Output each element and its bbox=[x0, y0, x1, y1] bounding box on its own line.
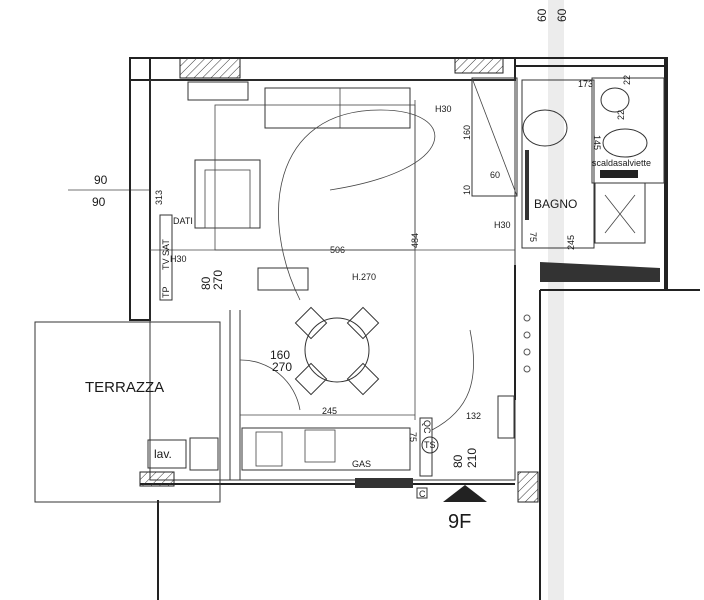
gas-label: GAS bbox=[352, 459, 371, 469]
washing-machine bbox=[189, 437, 219, 471]
label-tp: TP bbox=[161, 286, 171, 298]
wardrobe-depth: 60 bbox=[490, 170, 500, 180]
bath-length: 245 bbox=[566, 235, 576, 250]
label-h30-1: H30 bbox=[170, 254, 187, 264]
entry-door-2: 210 bbox=[465, 448, 479, 468]
toilet bbox=[600, 87, 630, 113]
door-swing bbox=[239, 359, 301, 411]
wardrobe bbox=[471, 77, 518, 197]
dim-313: 313 bbox=[154, 190, 164, 205]
bath-spacing-1: 22 bbox=[616, 110, 626, 120]
kitchen-counter bbox=[241, 427, 411, 471]
exterior-lights bbox=[523, 314, 531, 373]
wiring bbox=[278, 109, 436, 301]
hob bbox=[255, 431, 283, 467]
towel-warmer-label: scaldasalviette bbox=[592, 158, 651, 168]
shower bbox=[594, 182, 646, 244]
bath-fixture-span: 145 bbox=[592, 135, 602, 150]
label-tv-sat: TV SAT bbox=[161, 239, 171, 270]
sofa bbox=[264, 87, 411, 129]
window-dim-1: 80 bbox=[199, 276, 213, 290]
towel-warmer bbox=[600, 170, 638, 178]
bath-spacing-2: 22 bbox=[622, 75, 632, 85]
panel-qc: QC bbox=[422, 420, 432, 434]
room-label-bagno: BAGNO bbox=[534, 197, 577, 211]
entry-arrow-icon bbox=[443, 485, 487, 502]
laundry-label: lav. bbox=[154, 447, 172, 461]
radiator bbox=[187, 81, 249, 101]
tv-unit bbox=[257, 267, 309, 291]
paper-fold bbox=[548, 0, 564, 600]
room-height: H.270 bbox=[352, 272, 376, 282]
wardrobe-gap: 10 bbox=[462, 185, 472, 195]
entry-marker: 9F bbox=[448, 511, 471, 533]
terrace bbox=[34, 321, 221, 503]
bidet bbox=[602, 128, 648, 158]
kitchen-sink bbox=[304, 429, 336, 463]
dim-left-1: 90 bbox=[94, 173, 108, 187]
dim-top-1: 60 bbox=[535, 8, 549, 22]
door-dim-2: 270 bbox=[272, 360, 292, 374]
dining-table bbox=[304, 317, 370, 383]
door-dim-1: 160 bbox=[270, 348, 290, 362]
sink bbox=[522, 109, 568, 147]
column-box bbox=[416, 487, 428, 499]
kitchen-length: 245 bbox=[322, 406, 337, 416]
bathroom-outline bbox=[521, 79, 595, 249]
chairs bbox=[294, 306, 380, 396]
kitchen-partition bbox=[419, 417, 433, 477]
panel-ts: TS bbox=[424, 440, 436, 450]
bath-door: 75 bbox=[528, 232, 538, 242]
sliding-door bbox=[525, 150, 529, 220]
wardrobe-length: 160 bbox=[462, 125, 472, 140]
window-dim-2: 270 bbox=[211, 270, 225, 290]
door-threshold bbox=[355, 478, 413, 488]
label-h30-3: H30 bbox=[494, 220, 511, 230]
entry-door-1: 80 bbox=[451, 454, 465, 468]
laundry-box bbox=[147, 439, 187, 469]
entry-width: 132 bbox=[466, 411, 481, 421]
ts-panel bbox=[421, 436, 439, 454]
walls bbox=[129, 57, 700, 600]
bath-width: 173 bbox=[578, 79, 593, 89]
stair-wedge bbox=[540, 262, 660, 282]
entry-radiator bbox=[497, 395, 515, 439]
column-label: C bbox=[419, 489, 426, 499]
dim-top-2: 60 bbox=[555, 8, 569, 22]
socket-panel bbox=[159, 214, 173, 301]
label-dati: DATI bbox=[173, 216, 193, 226]
label-h30-2: H30 bbox=[435, 104, 452, 114]
kitchen-depth: 75 bbox=[408, 432, 418, 442]
room-label-terrazza: TERRAZZA bbox=[85, 379, 164, 396]
dim-left-2: 90 bbox=[92, 195, 106, 209]
